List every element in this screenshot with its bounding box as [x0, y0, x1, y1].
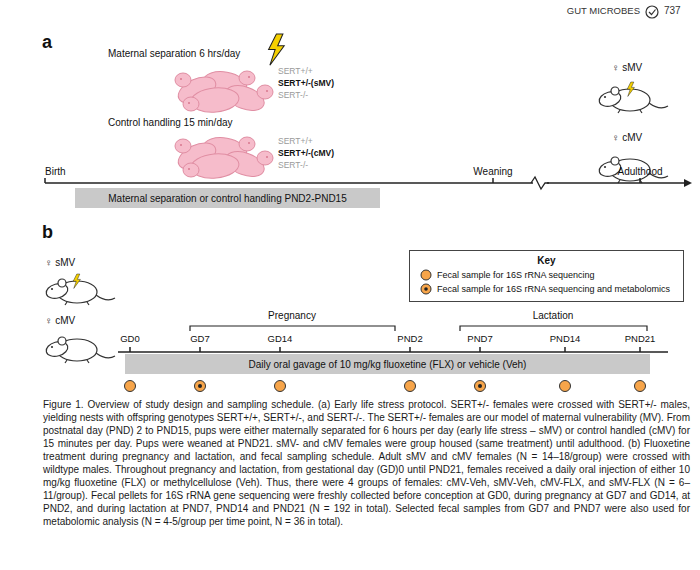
timepoint-label: GD7	[190, 333, 210, 344]
panel-letter: a	[42, 32, 52, 54]
page-number: 737	[664, 5, 681, 17]
figure-caption: Figure 1. Overview of study design and s…	[43, 398, 690, 528]
journal-logo	[646, 6, 658, 18]
metabolomics-dot	[478, 384, 482, 388]
rat-figure	[598, 157, 668, 183]
group-label: ♀ sMV	[612, 62, 642, 74]
legend-row: Fecal sample for 16S rRNA sequencing and…	[420, 283, 673, 295]
phase-bracket	[460, 326, 647, 331]
genotype-label: SERT+/-(sMV)	[278, 78, 334, 88]
timeline-break	[531, 177, 549, 189]
phase-label: Pregnancy	[268, 310, 316, 322]
legend-text: Fecal sample for 16S rRNA sequencing and…	[437, 284, 670, 294]
pup-litter	[174, 134, 273, 181]
legend-swatch	[420, 283, 432, 295]
arrowhead	[684, 179, 692, 187]
rat-figure	[45, 279, 115, 305]
timeline-label: Adulthood	[617, 166, 662, 178]
phase-label: Lactation	[533, 310, 574, 322]
stage-band: Maternal separation or control handling …	[75, 188, 380, 208]
timeline-axis	[45, 182, 684, 184]
group-label: ♀ sMV	[45, 257, 75, 269]
rat-figure	[45, 337, 115, 363]
legend-text: Fecal sample for 16S rRNA sequencing	[437, 270, 595, 280]
running-header: GUT MICROBES	[567, 5, 640, 16]
key-box: KeyFecal sample for 16S rRNA sequencingF…	[409, 250, 684, 302]
key-heading: Key	[420, 254, 673, 267]
protocol-label: Control handling 15 min/day	[108, 117, 233, 129]
protocol-label: Maternal separation 6 hrs/day	[108, 48, 240, 60]
timepoint-label: GD14	[268, 333, 293, 344]
timepoint-label: PND14	[550, 333, 581, 344]
group-label: ♀ cMV	[612, 132, 642, 144]
journal-logo	[649, 10, 656, 15]
legend-swatch	[420, 269, 432, 281]
genotype-label: SERT+/-(cMV)	[278, 148, 334, 158]
rat-figure	[598, 87, 668, 113]
timeline-tick	[45, 178, 640, 183]
timeline-label: Birth	[45, 166, 66, 178]
genotype-label: SERT-/-	[278, 90, 308, 100]
genotype-label: SERT+/+	[278, 66, 313, 76]
group-label: ♀ cMV	[45, 315, 75, 327]
lightning-symbol	[269, 34, 285, 65]
lightning-symbol	[73, 274, 80, 288]
band-text: Daily oral gavage of 10 mg/kg fluoxetine…	[249, 359, 527, 370]
phase-bracket	[190, 326, 395, 331]
timepoint-label: PND2	[397, 333, 422, 344]
genotype-label: SERT-/-	[278, 160, 308, 170]
panel-letter: b	[42, 222, 53, 244]
sample-markers	[125, 381, 646, 392]
pup-litter	[174, 68, 273, 115]
genotype-label: SERT+/+	[278, 136, 313, 146]
lightning-symbol	[627, 82, 634, 96]
timepoint-label: PND21	[625, 333, 656, 344]
metabolomics-dot	[198, 384, 202, 388]
timepoint-label: GD0	[120, 333, 140, 344]
treatment-band: Daily oral gavage of 10 mg/kg fluoxetine…	[125, 354, 650, 374]
timeline-label: Weaning	[473, 166, 512, 178]
legend-row: Fecal sample for 16S rRNA sequencing	[420, 269, 673, 281]
timepoint-label: PND7	[467, 333, 492, 344]
timeline-tick	[130, 347, 640, 352]
band-text: Maternal separation or control handling …	[108, 193, 346, 204]
